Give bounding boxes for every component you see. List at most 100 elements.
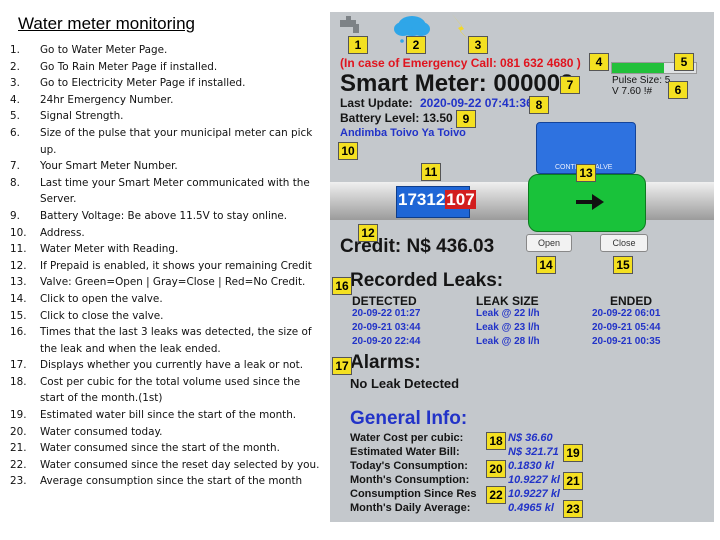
- info-value: 0.1830 kl: [508, 460, 554, 472]
- instruction-list: 1.Go to Water Meter Page.2.Go To Rain Me…: [10, 42, 322, 490]
- instruction-number: 10.: [10, 226, 27, 239]
- leak-ended: 20-09-21 05:44: [592, 322, 661, 333]
- instruction-number: 12.: [10, 259, 27, 272]
- pulse-size: Pulse Size: 5: [612, 75, 671, 86]
- info-label: Month's Consumption:: [350, 474, 470, 486]
- callout-badge: 18: [486, 432, 506, 450]
- instruction-number: 21.: [10, 442, 27, 455]
- instruction-item: 4.24hr Emergency Number.: [10, 92, 322, 109]
- callout-badge: 13: [576, 164, 596, 182]
- page-title: Water meter monitoring: [18, 14, 195, 33]
- address: Andimba Toivo Ya Toivo: [340, 127, 466, 139]
- instruction-number: 19.: [10, 409, 27, 422]
- info-value: N$ 321.71: [508, 446, 559, 458]
- callout-badge: 21: [563, 472, 583, 490]
- info-label: Water Cost per cubic:: [350, 432, 464, 444]
- instruction-item: 17.Displays whether you currently have a…: [10, 357, 322, 374]
- open-valve-button[interactable]: Open: [526, 234, 572, 252]
- alarm-status: No Leak Detected: [350, 376, 460, 391]
- instruction-text: Water consumed since the reset day selec…: [40, 458, 320, 471]
- emergency-number[interactable]: (In case of Emergency Call: 081 632 4680…: [340, 56, 581, 70]
- instruction-item: 22. Water consumed since the reset day se…: [10, 457, 322, 474]
- last-update-label: Last Update:: [340, 96, 413, 110]
- info-value: 10.9227 kl: [508, 488, 560, 500]
- leak-ended: 20-09-21 00:35: [592, 336, 661, 347]
- leak-ended: 20-09-22 06:01: [592, 308, 661, 319]
- callout-badge: 10: [338, 142, 358, 160]
- close-valve-button[interactable]: Close: [600, 234, 648, 252]
- instruction-text: Water Meter with Reading.: [40, 243, 179, 256]
- instruction-item: 18.Cost per cubic for the total volume u…: [10, 374, 322, 407]
- instruction-text: Go To Rain Meter Page if installed.: [40, 60, 218, 73]
- instruction-number: 15.: [10, 309, 27, 322]
- instruction-text: Address.: [40, 226, 85, 239]
- instruction-item: 10. Address.: [10, 225, 322, 242]
- callout-badge: 7: [560, 76, 580, 94]
- instruction-text: Times that the last 3 leaks was detected…: [40, 326, 312, 355]
- instruction-item: 5. Signal Strength.: [10, 108, 322, 125]
- instruction-text: Size of the pulse that your municipal me…: [40, 126, 313, 156]
- instruction-item: 7. Your Smart Meter Number.: [10, 158, 322, 175]
- leak-size: Leak @ 22 l/h: [476, 308, 540, 319]
- instruction-item: 8. Last time your Smart Meter communicate…: [10, 175, 322, 208]
- info-label: Today's Consumption:: [350, 460, 468, 472]
- instruction-item: 14.Click to open the valve.: [10, 291, 322, 308]
- instruction-text: If Prepaid is enabled, it shows your rem…: [40, 259, 312, 272]
- instruction-text: Water consumed since the start of the mo…: [40, 442, 280, 455]
- instruction-item: 23. Average consumption since the start o…: [10, 473, 322, 490]
- instruction-number: 16.: [10, 326, 27, 339]
- instruction-number: 18.: [10, 375, 27, 388]
- callout-badge: 2: [406, 36, 426, 54]
- instruction-text: Go to Water Meter Page.: [40, 44, 168, 56]
- callout-badge: 11: [421, 163, 441, 181]
- instruction-number: 13.: [10, 276, 27, 289]
- instruction-text: Click to close the valve.: [40, 309, 164, 322]
- instruction-number: 14.: [10, 292, 27, 305]
- callout-badge: 15: [613, 256, 633, 274]
- info-value: 0.4965 kl: [508, 502, 554, 514]
- callout-badge: 14: [536, 256, 556, 274]
- instruction-number: 17.: [10, 359, 27, 372]
- meter-title: Smart Meter: 000002: [340, 70, 574, 97]
- instruction-item: 13. Valve: Green=Open | Gray=Close | Red=…: [10, 274, 322, 291]
- callout-badge: 6: [668, 81, 688, 99]
- last-update-value: 2020-09-22 07:41:36: [420, 96, 533, 110]
- callout-badge: 8: [529, 96, 549, 114]
- leaks-header-detected: DETECTED: [352, 294, 417, 308]
- instruction-text: Battery Voltage: Be above 11.5V to stay …: [40, 209, 288, 222]
- lightning-icon[interactable]: [448, 14, 476, 44]
- instruction-number: 7.: [10, 160, 20, 173]
- credit: Credit: N$ 436.03: [340, 236, 495, 257]
- info-label: Month's Daily Average:: [350, 502, 471, 514]
- instruction-text: Valve: Green=Open | Gray=Close | Red=No …: [40, 276, 306, 289]
- leak-detected: 20-09-21 03:44: [352, 322, 421, 333]
- instruction-item: 3.Go to Electricity Meter Page if instal…: [10, 75, 322, 92]
- instruction-number: 8.: [10, 176, 20, 189]
- leak-detected: 20-09-20 22:44: [352, 336, 421, 347]
- instructions-panel: Water meter monitoring 1.Go to Water Met…: [10, 14, 322, 490]
- instruction-item: 21. Water consumed since the start of the…: [10, 440, 322, 457]
- instruction-item: 6.Size of the pulse that your municipal …: [10, 125, 322, 158]
- instruction-item: 20.Water consumed today.: [10, 424, 322, 441]
- instruction-number: 22.: [10, 458, 27, 471]
- instruction-text: Estimated water bill since the start of …: [40, 409, 297, 422]
- instruction-text: Last time your Smart Meter communicated …: [40, 176, 310, 206]
- instruction-item: 16. Times that the last 3 leaks was detec…: [10, 324, 322, 357]
- instruction-item: 1.Go to Water Meter Page.: [10, 42, 322, 59]
- instruction-text: Go to Electricity Meter Page if installe…: [40, 77, 246, 90]
- callout-badge: 12: [358, 224, 378, 242]
- instruction-text: Your Smart Meter Number.: [40, 160, 178, 173]
- leak-size: Leak @ 28 l/h: [476, 336, 540, 347]
- instruction-item: 19. Estimated water bill since the start …: [10, 407, 322, 424]
- callout-badge: 1: [348, 36, 368, 54]
- instruction-number: 5.: [10, 110, 20, 123]
- instruction-item: 9.Battery Voltage: Be above 11.5V to sta…: [10, 208, 322, 225]
- general-info-title: General Info:: [350, 408, 468, 429]
- instruction-number: 11.: [10, 243, 27, 256]
- instruction-number: 23.: [10, 475, 27, 488]
- instruction-text: Average consumption since the start of t…: [40, 475, 303, 488]
- instruction-text: Water consumed today.: [40, 425, 163, 438]
- meter-reading: 17312107: [398, 190, 476, 210]
- callout-badge: 16: [332, 277, 352, 295]
- instruction-text: Signal Strength.: [40, 110, 124, 123]
